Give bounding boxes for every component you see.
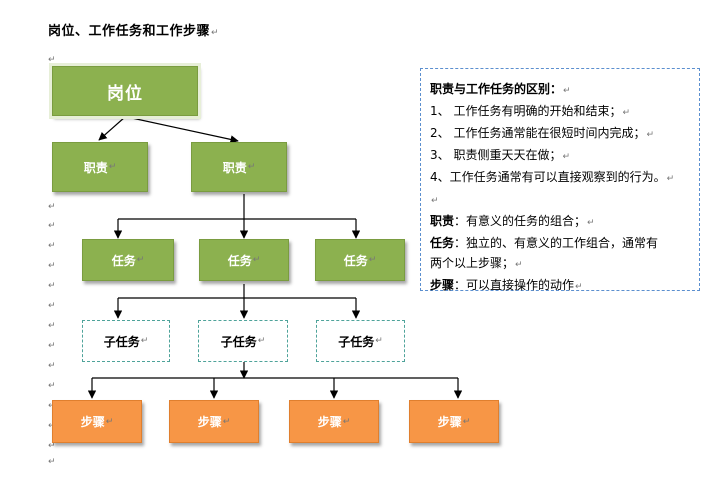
node-duty: 职责↵ [52, 142, 148, 192]
note-item: 1、 工作任务有明确的开始和结束；↵ [430, 104, 630, 118]
paragraph-mark: ↵ [48, 202, 56, 212]
node-subtask: 子任务↵ [198, 320, 288, 362]
note-box: 职责与工作任务的区别：↵ 1、 工作任务有明确的开始和结束；↵ 2、 工作任务通… [420, 68, 700, 292]
node-duty: 职责↵ [191, 142, 287, 192]
node-task: 任务↵ [199, 239, 289, 281]
paragraph-mark: ↵ [48, 457, 56, 467]
paragraph-mark: ↵ [48, 361, 56, 371]
paragraph-mark: ↵ [48, 321, 56, 331]
paragraph-mark: ↵ [48, 441, 56, 451]
paragraph-mark: ↵ [48, 301, 56, 311]
node-step: 步骤↵ [409, 400, 499, 443]
node-position: 岗位 [49, 63, 201, 119]
paragraph-mark: ↵ [48, 402, 56, 411]
node-task: 任务↵ [315, 239, 405, 281]
node-subtask: 子任务↵ [316, 320, 405, 362]
note-blank: ↵ [431, 196, 439, 206]
paragraph-mark: ↵ [48, 341, 56, 351]
note-def: 任务：独立的、有意义的工作组合，通常有 [430, 236, 659, 250]
paragraph-mark: ↵ [48, 422, 56, 431]
note-item: 3、 职责侧重天天在做；↵ [430, 148, 570, 162]
note-item: 4、工作任务通常有可以直接观察到的行为。↵ [430, 170, 675, 184]
note-heading: 职责与工作任务的区别：↵ [430, 82, 571, 96]
node-step: 步骤↵ [169, 400, 259, 443]
note-def: 职责：有意义的任务的组合；↵ [430, 214, 595, 228]
node-subtask: 子任务↵ [82, 320, 170, 362]
paragraph-mark: ↵ [48, 261, 56, 271]
paragraph-mark: ↵ [48, 221, 56, 231]
note-def: 两个以上步骤；↵ [430, 256, 523, 270]
note-def: 步骤：可以直接操作的动作↵ [430, 278, 583, 292]
page-title: 岗位、工作任务和工作步骤↵ [48, 24, 220, 39]
node-step: 步骤↵ [289, 400, 379, 443]
node-step: 步骤↵ [52, 400, 142, 443]
note-item: 2、 工作任务通常能在很短时间内完成；↵ [430, 126, 654, 140]
paragraph-mark: ↵ [48, 381, 56, 391]
paragraph-mark: ↵ [48, 281, 56, 291]
paragraph-mark: ↵ [48, 241, 56, 251]
node-task: 任务↵ [82, 239, 174, 281]
paragraph-mark: ↵ [48, 55, 56, 65]
